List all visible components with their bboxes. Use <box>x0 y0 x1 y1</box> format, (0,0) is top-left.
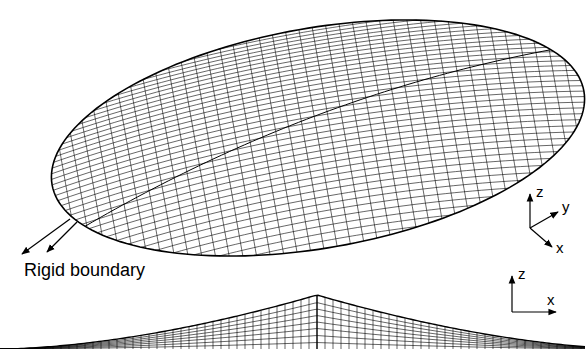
axis-label: y <box>562 199 570 216</box>
mesh-line <box>339 24 377 238</box>
mesh-line <box>82 138 569 224</box>
mesh-line <box>326 26 364 242</box>
mesh-line <box>448 22 480 203</box>
dome-mesh <box>51 20 584 256</box>
profile-mesh-line <box>0 295 585 349</box>
mesh-line <box>380 21 416 228</box>
side-profile-mesh <box>0 295 585 349</box>
axes-3d <box>530 194 558 247</box>
mesh-line <box>253 226 419 255</box>
profile-mesh-line <box>317 295 318 349</box>
mesh-line <box>393 20 429 223</box>
axis-label: x <box>547 292 555 309</box>
mesh-line <box>97 152 558 233</box>
profile-centre-line <box>316 295 317 349</box>
mesh-line <box>476 25 505 190</box>
mesh-line <box>70 126 577 215</box>
profile-mesh-line <box>5 348 6 349</box>
mesh-line <box>490 28 517 183</box>
mesh-line <box>174 197 493 253</box>
mesh-line <box>61 114 582 206</box>
mesh-line <box>246 41 283 253</box>
mesh-line <box>272 35 310 251</box>
axis-label: z <box>536 184 544 201</box>
mesh-line <box>534 41 554 155</box>
ridge-line <box>85 50 551 227</box>
mesh-line <box>207 53 243 256</box>
axis-arrow <box>530 228 552 247</box>
mesh-line <box>141 180 521 247</box>
profile-mesh-line <box>0 303 585 349</box>
mesh-line <box>194 57 229 256</box>
axis-arrow <box>511 276 512 312</box>
mesh-line <box>156 188 508 250</box>
axis-label: x <box>556 240 564 257</box>
mesh-line <box>505 31 530 174</box>
axis-arrow <box>512 311 556 312</box>
boundary-label: Rigid boundary <box>24 261 145 281</box>
mesh-line <box>219 215 451 256</box>
boundary-arrows <box>22 219 77 254</box>
mesh-line <box>312 27 350 243</box>
mesh-line <box>549 49 566 143</box>
axis-label: z <box>518 266 526 283</box>
mesh-line <box>169 68 202 256</box>
mesh-line <box>128 173 532 244</box>
boundary-arrow <box>47 222 77 252</box>
mesh-line <box>181 62 215 255</box>
axis-arrow <box>529 194 530 228</box>
axis-arrow <box>530 212 558 228</box>
mesh-line <box>70 133 87 227</box>
rigid-boundary-outline <box>51 20 584 256</box>
mesh-line <box>286 32 324 248</box>
mesh-line <box>89 145 564 229</box>
mesh-line <box>421 20 455 213</box>
mesh-line <box>299 30 337 247</box>
